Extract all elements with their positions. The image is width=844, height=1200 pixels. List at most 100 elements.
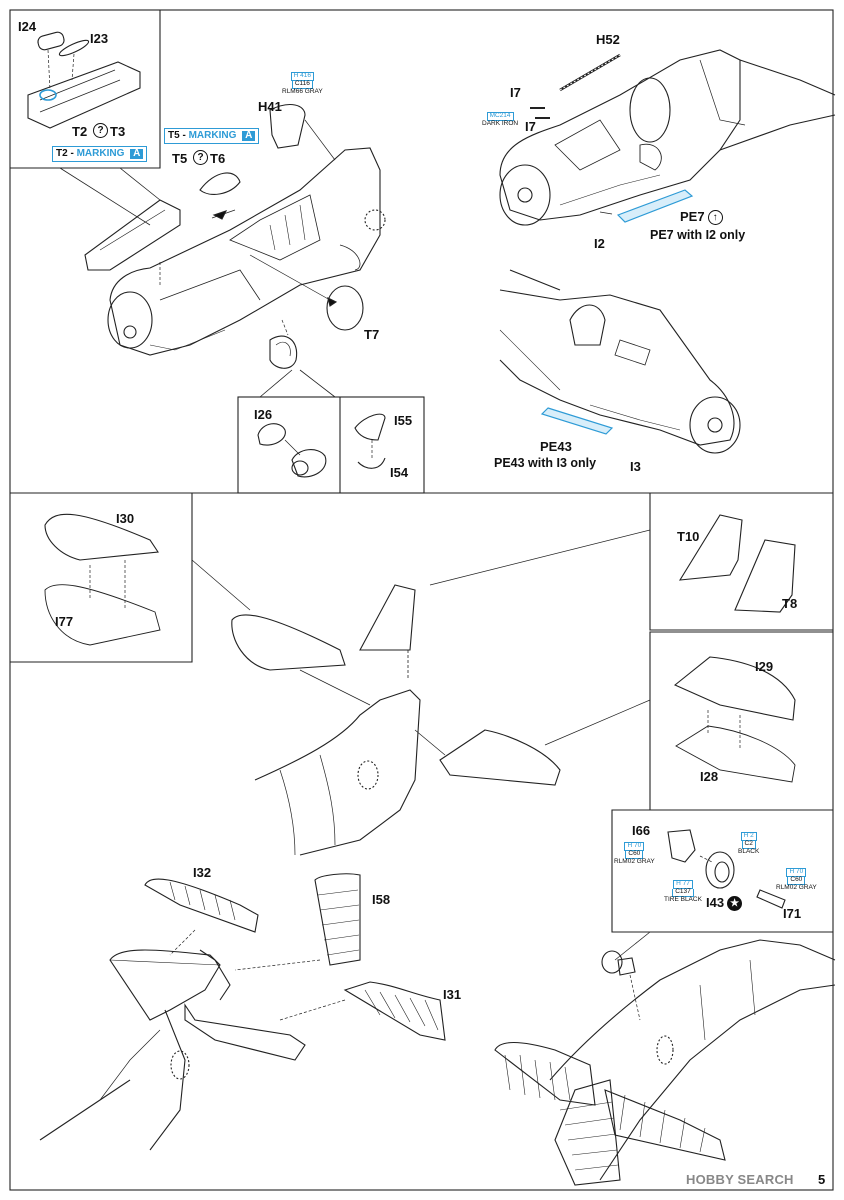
part-label-i77: I77: [55, 614, 74, 629]
i55-i54-detail-drawing: [354, 413, 386, 469]
part-label-i30: I30: [116, 511, 135, 526]
part-label-i71: I71: [783, 906, 802, 921]
part-label-i54: I54: [390, 465, 409, 480]
watermark: HOBBY SEARCH: [686, 1172, 794, 1187]
callout-line: [119, 167, 161, 201]
part-label-i28: I28: [700, 769, 719, 784]
inset-box-wheel: [611, 809, 833, 933]
part-label-i29: I29: [755, 659, 774, 674]
color-name: BLACK: [738, 847, 760, 855]
stab-inset-drawing: [673, 656, 796, 783]
elevator-ribs-i31-drawing: [279, 981, 446, 1041]
i26-detail-drawing: [257, 423, 327, 478]
fuselage-front-drawing: [107, 147, 386, 356]
color-name: RLM02 GRAY: [614, 857, 655, 865]
fin-inset-drawing: [678, 514, 796, 613]
page-number: 5: [818, 1172, 826, 1187]
tail-assembly-drawing: [231, 584, 561, 856]
part-label-pe43: PE43: [540, 439, 572, 454]
marking-variant-badge: A: [242, 131, 256, 141]
marking-tag-t2: T2 - MARKING A: [52, 146, 148, 162]
callout-line: [59, 167, 151, 226]
part-label-pe7: PE7↑: [680, 209, 723, 226]
pe7-label-text: PE7: [680, 209, 705, 224]
part-label-i58: I58: [372, 892, 391, 907]
part-label-i2: I2: [594, 236, 605, 251]
pe43-note: PE43 with I3 only: [494, 456, 597, 470]
marking-tag-label: MARKING: [76, 148, 125, 159]
marking-tag-t5: T5 - MARKING A: [164, 128, 260, 144]
callout-line: [259, 369, 293, 398]
part-label-t10: T10: [677, 529, 700, 544]
color-name: RLM02 GRAY: [776, 883, 817, 891]
part-label-i26: I26: [254, 407, 273, 422]
canopy-drawing: [199, 172, 241, 220]
color-name: DARK IRON: [482, 119, 519, 127]
part-label-t5: T5: [172, 151, 188, 166]
color-callout-i71: H 70 C60 RLM02 GRAY: [776, 868, 817, 891]
color-callout-hub: H 2 C2 BLACK: [738, 832, 759, 855]
marking-tag-separator: -: [182, 130, 186, 141]
rudder-inset-drawing: [44, 513, 161, 646]
part-label-t6: T6: [210, 151, 226, 166]
part-label-h41: H41: [258, 99, 282, 114]
question-icon: ?: [90, 123, 108, 139]
wheel-inset-drawing: [667, 829, 786, 909]
i43-label-text: I43: [706, 895, 725, 910]
callout-line: [429, 529, 651, 586]
part-label-i7-b: I7: [525, 119, 536, 134]
part-label-i43: I43★: [706, 895, 743, 912]
marking-variant-badge: A: [130, 149, 144, 159]
star-icon: ★: [727, 896, 743, 912]
cowl-panel-drawing: [84, 199, 181, 285]
part-label-t7: T7: [364, 327, 380, 342]
marking-tag-code: T2: [56, 148, 68, 159]
question-icon: ?: [190, 150, 208, 166]
part-label-h52: H52: [596, 32, 620, 47]
callout-line: [544, 699, 651, 746]
inset-box-fin: [649, 493, 833, 631]
fuselage-nose-drawing-2: [499, 269, 741, 454]
inset-box-i26-i55: [237, 396, 425, 494]
callout-line: [191, 559, 251, 611]
callout-line: [299, 369, 336, 398]
part-label-i31: I31: [443, 987, 462, 1002]
inset-box-rudder: [10, 493, 193, 663]
pe7-strip-drawing: [599, 189, 694, 223]
fuselage-nose-drawing-1: [499, 49, 836, 226]
elevator-assembly-drawing: [39, 949, 306, 1151]
callout-line: [614, 931, 651, 961]
marking-tag-label: MARKING: [188, 130, 237, 141]
inset-seat-drawing: [27, 31, 141, 129]
part-label-i66: I66: [632, 823, 651, 838]
sub-option-t2: T2: [72, 124, 88, 139]
pe7-note: PE7 with I2 only: [650, 228, 746, 242]
color-callout-h41: H 416 C116 RLM66 GRAY: [282, 72, 323, 95]
marking-tag-code: T5: [168, 130, 180, 141]
color-callout-i66: H 70 C60 RLM02 GRAY: [614, 842, 655, 865]
part-label-i55: I55: [394, 413, 413, 428]
complete-tail-drawing: [494, 939, 836, 1186]
sub-option-t3: T3: [110, 124, 126, 139]
spinner-drawing: [249, 254, 364, 331]
color-name: RLM66 GRAY: [282, 87, 323, 95]
part-label-i24: I24: [18, 19, 37, 34]
elevator-ribs-i32-drawing: [144, 878, 259, 956]
pe43-strip-drawing: [540, 407, 614, 435]
rudder-ribs-i58-drawing: [234, 873, 361, 971]
part-label-t8: T8: [782, 596, 798, 611]
color-callout-i7: MC214 DARK IRON: [482, 112, 518, 128]
part-label-i23: I23: [90, 31, 109, 46]
headrest-armor-drawing: [269, 104, 336, 161]
color-callout-tire: H 77 C137 TIRE BLACK: [664, 880, 702, 903]
part-label-i3: I3: [630, 459, 641, 474]
page-border: [9, 9, 834, 1191]
color-name: TIRE BLACK: [664, 895, 702, 903]
inset-box-stab: [649, 631, 833, 811]
intake-drawing: [269, 319, 298, 369]
marking-tag-separator: -: [70, 148, 74, 159]
part-label-i7-a: I7: [510, 85, 521, 100]
part-label-i32: I32: [193, 865, 212, 880]
